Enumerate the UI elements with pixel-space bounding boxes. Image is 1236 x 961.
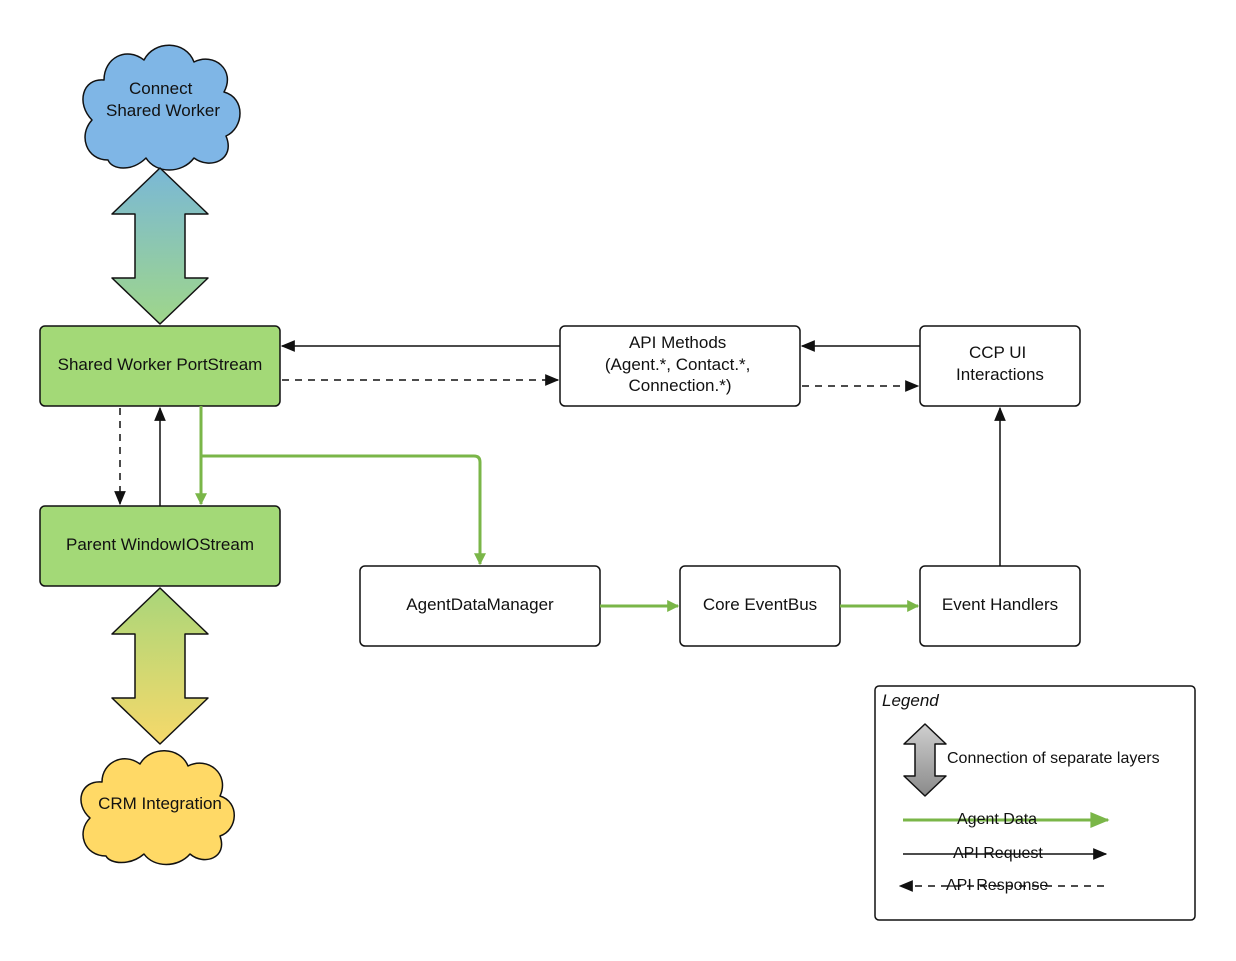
ccp-ui-interactions-node: CCP UI Interactions bbox=[919, 325, 1081, 407]
top-double-headed-arrow-icon bbox=[111, 167, 209, 325]
connect-shared-worker-cloud: Connect Shared Worker bbox=[82, 44, 241, 171]
legend-api-response-label: API Response bbox=[946, 877, 1048, 894]
legend-api-request-label: API Request bbox=[953, 845, 1043, 862]
shared-worker-portstream-node: Shared Worker PortStream bbox=[39, 325, 281, 407]
legend: Legend Connection of separate layers Age… bbox=[874, 685, 1196, 921]
agent-data-manager-node: AgentDataManager bbox=[359, 565, 601, 647]
api-methods-label: API Methods (Agent.*, Contact.*, Connect… bbox=[605, 333, 755, 395]
shared-worker-portstream-label: Shared Worker PortStream bbox=[58, 355, 263, 374]
parent-windowiostream-label: Parent WindowIOStream bbox=[66, 535, 254, 554]
crm-integration-cloud: CRM Integration bbox=[80, 750, 235, 866]
layer-connection-icon bbox=[903, 723, 947, 797]
core-eventbus-node: Core EventBus bbox=[679, 565, 841, 647]
ccp-ui-interactions-label: CCP UI Interactions bbox=[956, 343, 1044, 384]
parent-windowiostream-node: Parent WindowIOStream bbox=[39, 505, 281, 587]
agent-data-manager-label: AgentDataManager bbox=[406, 595, 554, 614]
connect-shared-worker-label: Connect Shared Worker bbox=[106, 79, 220, 120]
event-handlers-node: Event Handlers bbox=[919, 565, 1081, 647]
event-handlers-label: Event Handlers bbox=[942, 595, 1058, 614]
legend-title: Legend bbox=[882, 691, 939, 710]
bottom-double-headed-arrow-icon bbox=[111, 587, 209, 745]
agent-data-portstream-to-manager bbox=[201, 454, 486, 566]
core-eventbus-label: Core EventBus bbox=[703, 595, 817, 614]
legend-agent-data-label: Agent Data bbox=[957, 811, 1037, 828]
crm-integration-label: CRM Integration bbox=[98, 794, 222, 813]
legend-layer-connection-label: Connection of separate layers bbox=[947, 750, 1160, 767]
api-methods-node: API Methods (Agent.*, Contact.*, Connect… bbox=[559, 325, 801, 407]
